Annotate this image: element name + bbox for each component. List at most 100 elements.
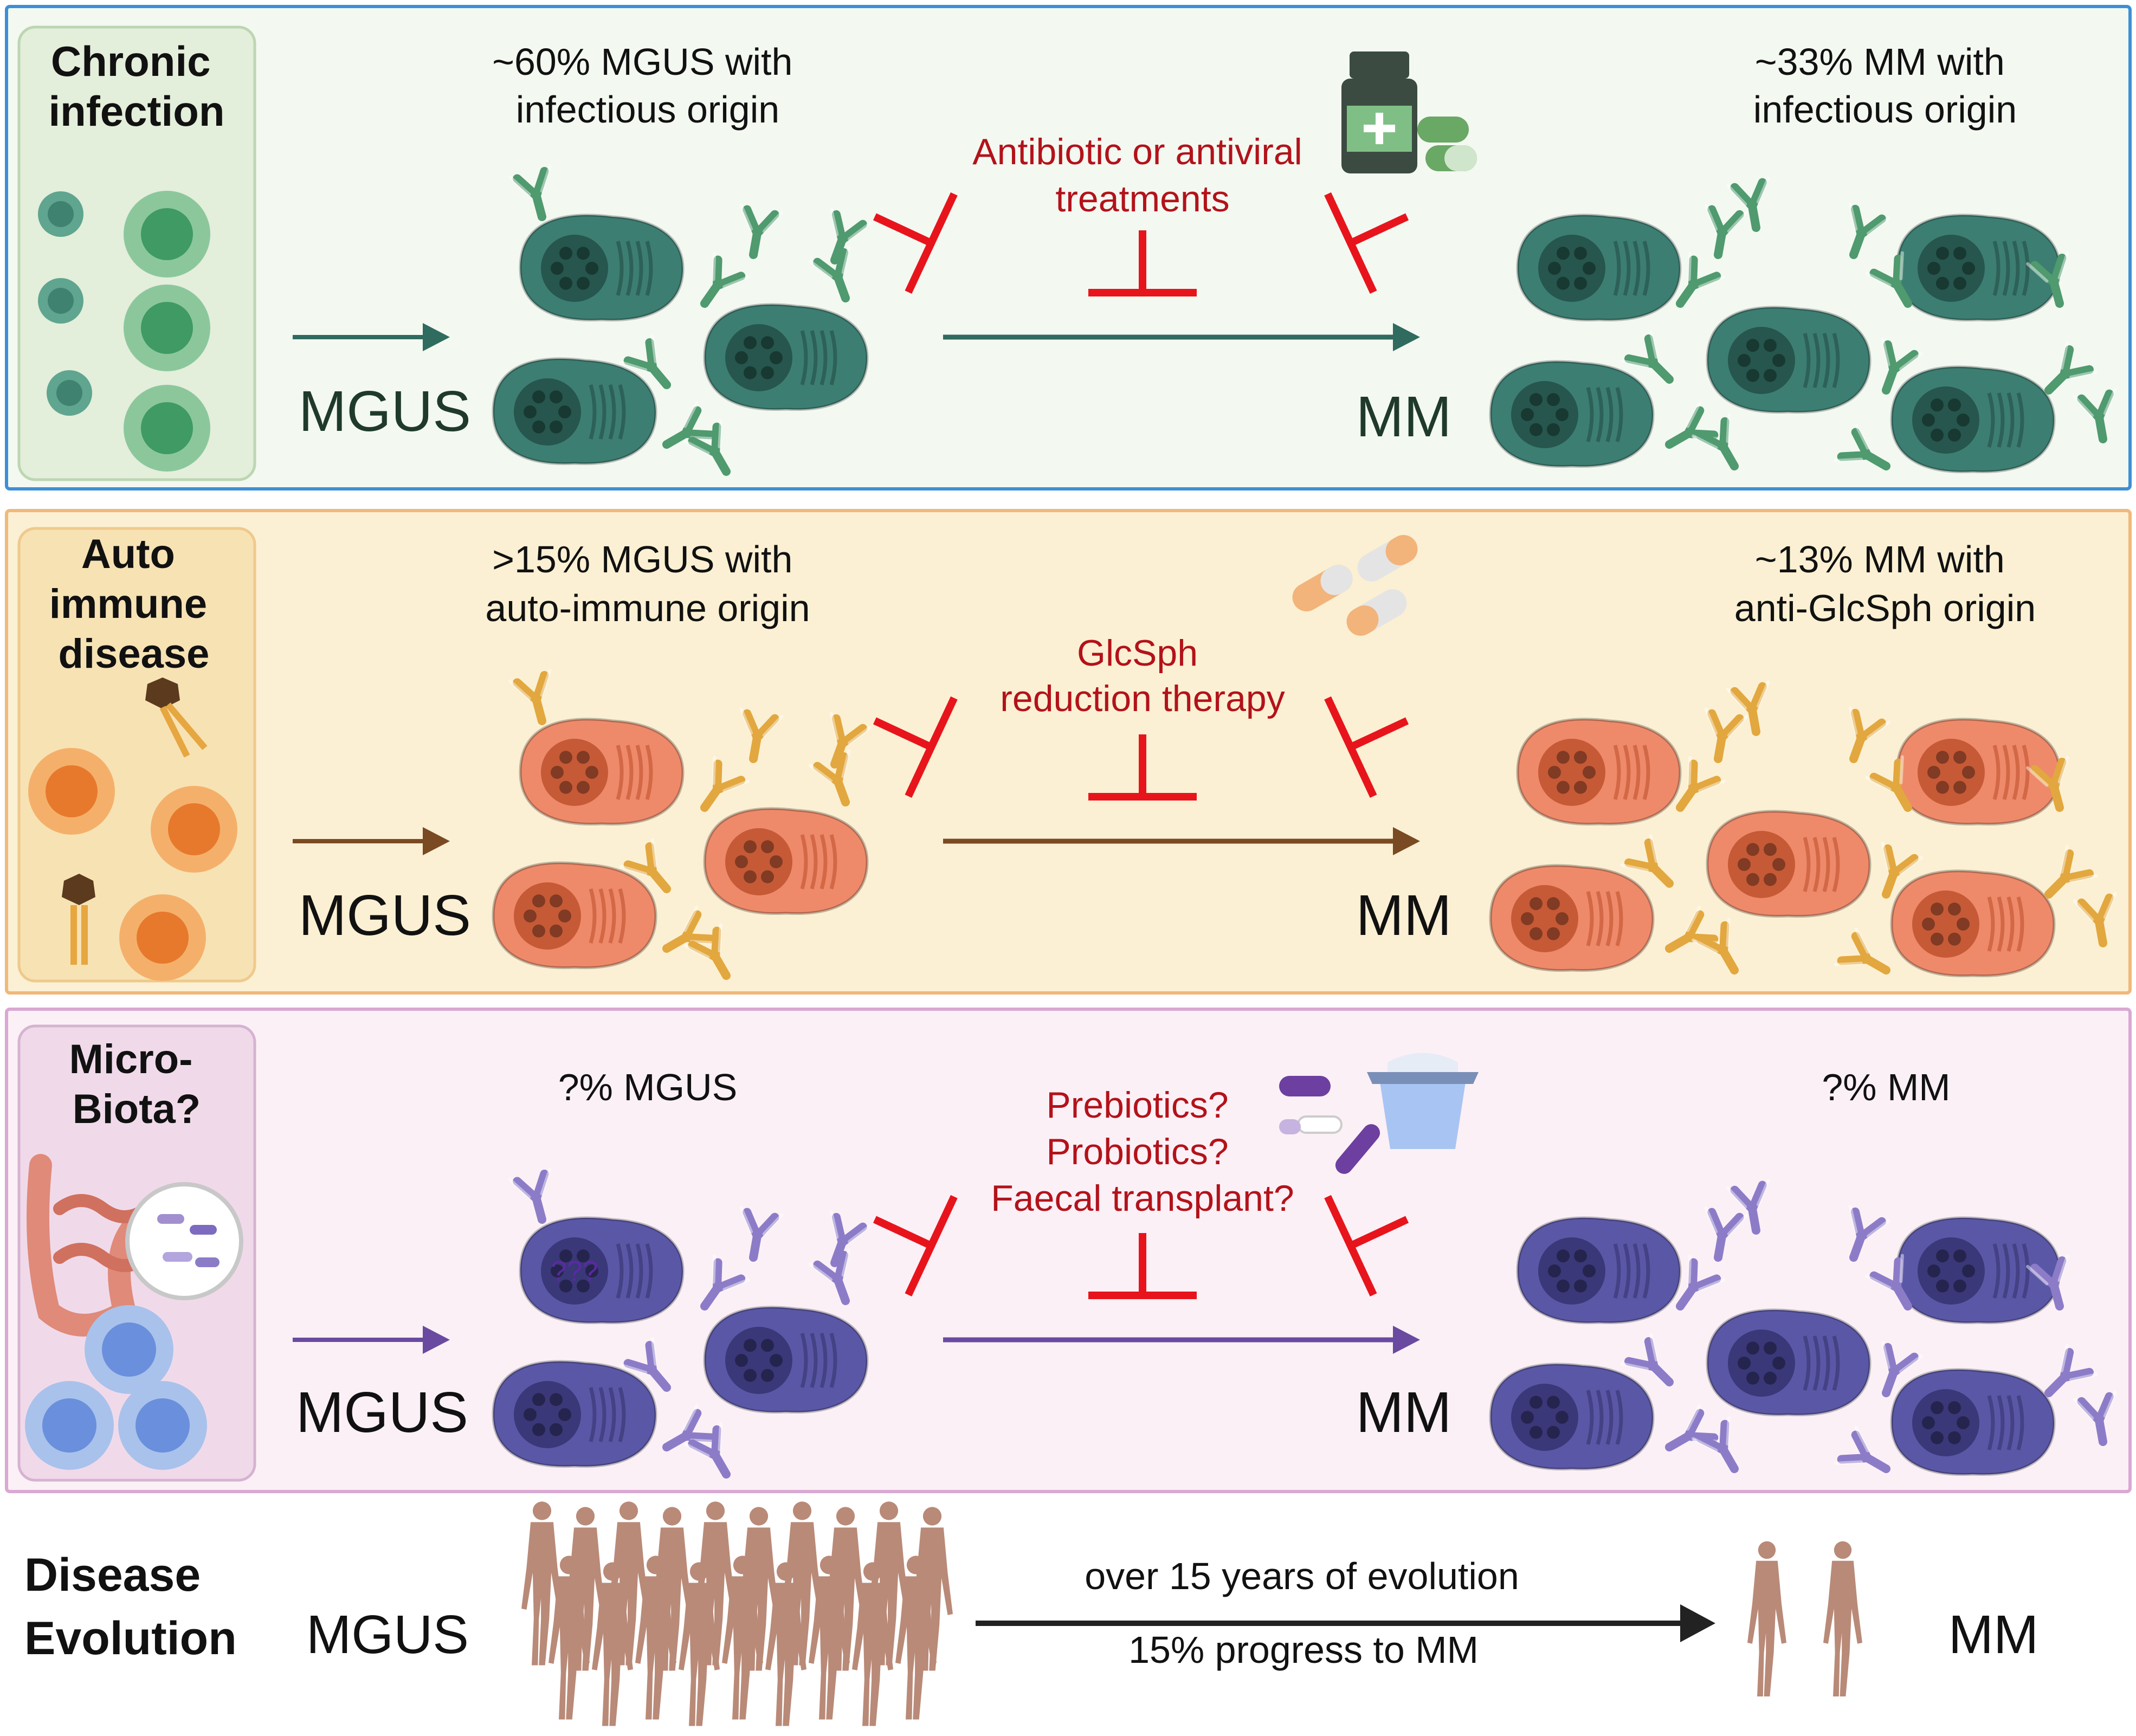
mgus-label: MGUS [296,1380,468,1444]
plasma-cell-icon [703,303,869,411]
left-stat-line: >15% MGUS with [492,538,792,580]
antibody-icon [508,165,552,221]
right-stat-line: infectious origin [1753,88,2017,131]
mm-label: MM [1356,385,1452,449]
plasma-cell-icon [1516,1216,1682,1325]
antibody-icon [508,1167,552,1224]
inhibition-symbol [1324,696,1409,798]
inhibition-symbol [1088,734,1197,801]
lipid-antigen-icon [62,677,208,965]
left-stat-line: infectious origin [516,88,779,131]
panel-microbiota: Micro- Biota? ?% MGUS Prebiotics? Probio… [5,1008,2132,1493]
plasma-cell-icon [703,807,869,915]
disease-evolution-row: Disease Evolution MGUS MM over 15 years … [24,1501,2038,1726]
antibody-icon [1834,1426,1890,1473]
evolution-mgus-label: MGUS [306,1604,469,1665]
antibody-icon [808,246,851,302]
people-group-mgus [521,1501,953,1726]
inhibition-symbol [1324,192,1409,294]
antibody-icon [1692,1416,1739,1473]
virus-icon [38,191,92,416]
evolution-arrow-top-label: over 15 years of evolution [1085,1555,1519,1597]
side-title: Micro- Biota? [69,1036,204,1132]
plasma-cell-icon [1706,306,1872,414]
b-cell-icon [124,191,210,472]
antibody-icon [829,208,872,264]
antibody-icon [829,1210,872,1267]
right-stat: ?% MM [1822,1066,1950,1108]
evolution-mm-label: MM [1948,1604,2039,1665]
inhibition-symbol [1088,230,1197,296]
antibody-icon [700,251,750,308]
therapy-line: GlcSph [1077,633,1198,674]
plasma-cell-icon: ??? [519,1216,685,1325]
plasma-cell-icon [519,214,685,322]
plasma-cell-icon [1706,1308,1872,1417]
antibody-icon [1848,706,1891,763]
plasma-cell-icon [1895,718,2061,826]
person-icon [1747,1541,1786,1696]
right-stat-line: ~33% MM with [1755,41,2005,83]
evolution-arrow-bottom-label: 15% progress to MM [1128,1629,1479,1671]
antibody-icon [619,838,671,893]
therapy-label: GlcSph reduction therapy [1000,633,1285,719]
mm-label: MM [1356,883,1452,947]
antibody-icon [1865,251,1912,308]
antibody-icon [1692,918,1739,975]
antibody-icon [1704,707,1748,763]
right-stat: ~33% MM with infectious origin [1753,41,2017,131]
antibody-icon [1692,414,1739,470]
antibody-icon [2026,251,2069,308]
antibody-icon [1881,842,1924,899]
bacteria-icon [125,1182,243,1300]
plasma-cell-icon [1516,718,1682,826]
antibody-icon [683,419,731,476]
therapy-line: Faecal transplant? [991,1178,1294,1219]
therapy-label: Prebiotics? Probiotics? Faecal transplan… [991,1085,1294,1219]
therapy-line: treatments [1055,178,1229,220]
side-title-line: Auto [81,531,175,577]
side-title-line: Biota? [73,1086,201,1132]
plasma-cell-icon [1890,365,2056,474]
evolution-title-line: Disease [24,1549,201,1601]
therapy-line: reduction therapy [1000,678,1285,719]
plasma-cell-icon [703,1306,869,1414]
antibody-icon [683,923,731,980]
left-stat-line: ~60% MGUS with [492,41,792,83]
antibody-icon [1676,756,1726,812]
plasma-cell-icon [1516,214,1682,322]
plasma-cell-icon [492,861,657,970]
antibody-icon [1848,1205,1891,1262]
plasma-cell-icon [1489,1363,1655,1471]
antibody-icon [662,906,719,953]
antibody-icon [619,1337,671,1392]
progression-arrowhead [423,827,450,855]
antibody-icon [619,334,671,389]
antibody-icon [808,1248,851,1305]
people-group-mm [1747,1541,1862,1696]
antibody-icon [739,203,784,259]
antibody-icon [2026,756,2069,812]
b-cell-icon [25,1305,207,1470]
right-stat-line: ~13% MM with [1755,538,2005,580]
person-icon [1823,1541,1862,1696]
mgus-label: MGUS [299,379,471,443]
antibody-icon [2044,845,2098,899]
plasma-cell-icon [519,718,685,826]
antibody-icon [1726,680,1770,736]
plasma-cell-icon [1489,360,1655,468]
progression-arrowhead [423,1326,450,1354]
inhibition-symbols [873,192,1409,1299]
medicine-bottle-icon [1341,51,1417,173]
antibody-icon [1704,1206,1748,1262]
pill-icon [1417,117,1477,171]
plasma-cell-icon [492,1360,657,1468]
antibody-icon [508,669,552,725]
plasma-cell-icon [1895,1216,2061,1325]
therapy-line: Prebiotics? [1046,1085,1228,1126]
antibody-icon [1726,176,1770,232]
antibody-icon [2044,1344,2098,1397]
plasma-cell-icon [492,357,657,466]
antibody-icon [808,750,851,806]
b-cell-icon [28,748,237,981]
